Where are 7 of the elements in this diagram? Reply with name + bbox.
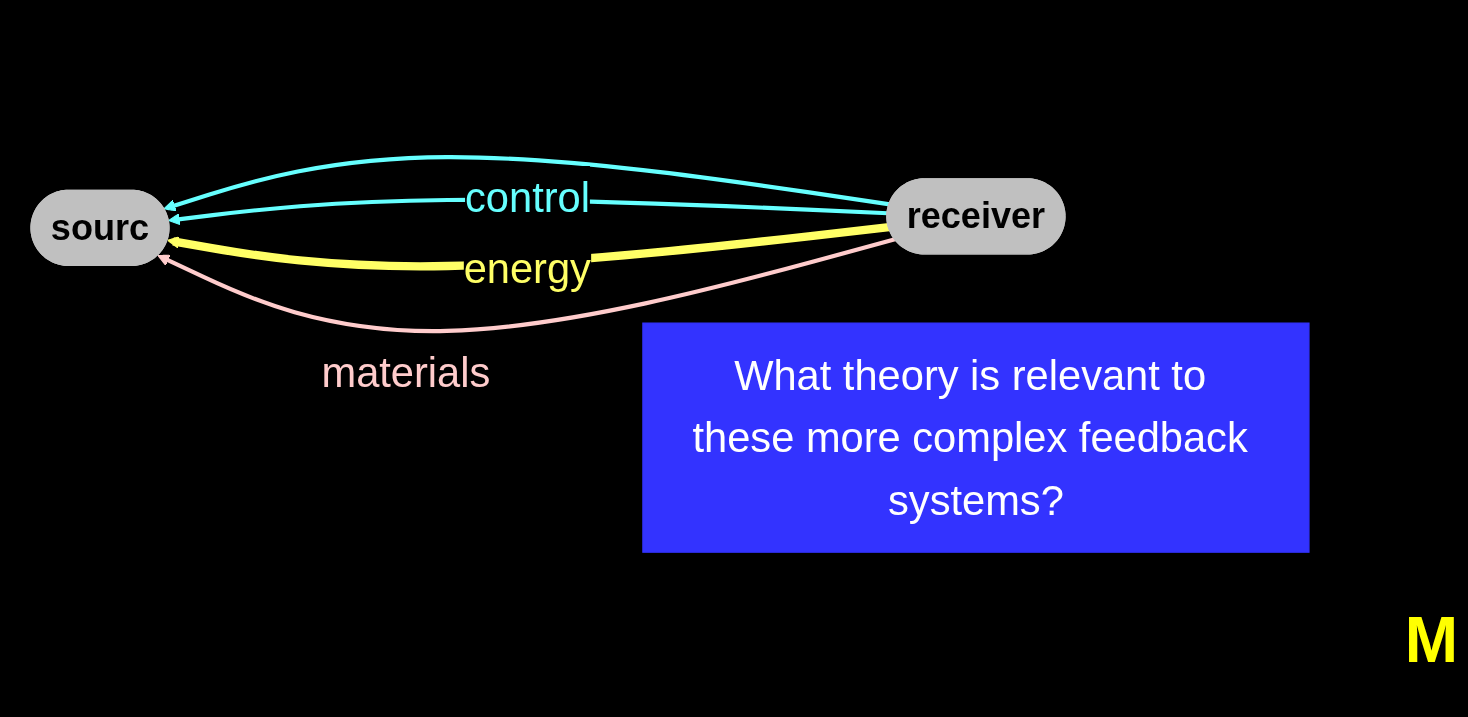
edge-label: materials bbox=[321, 349, 491, 396]
edge-label: energy bbox=[463, 245, 591, 292]
arrow bbox=[163, 155, 891, 212]
edge-label: control bbox=[465, 174, 590, 221]
arrow bbox=[157, 237, 896, 334]
node-box: What theory is relevant to these more complex feedback systems? bbox=[642, 322, 1310, 554]
note-text: M bbox=[1404, 603, 1458, 677]
